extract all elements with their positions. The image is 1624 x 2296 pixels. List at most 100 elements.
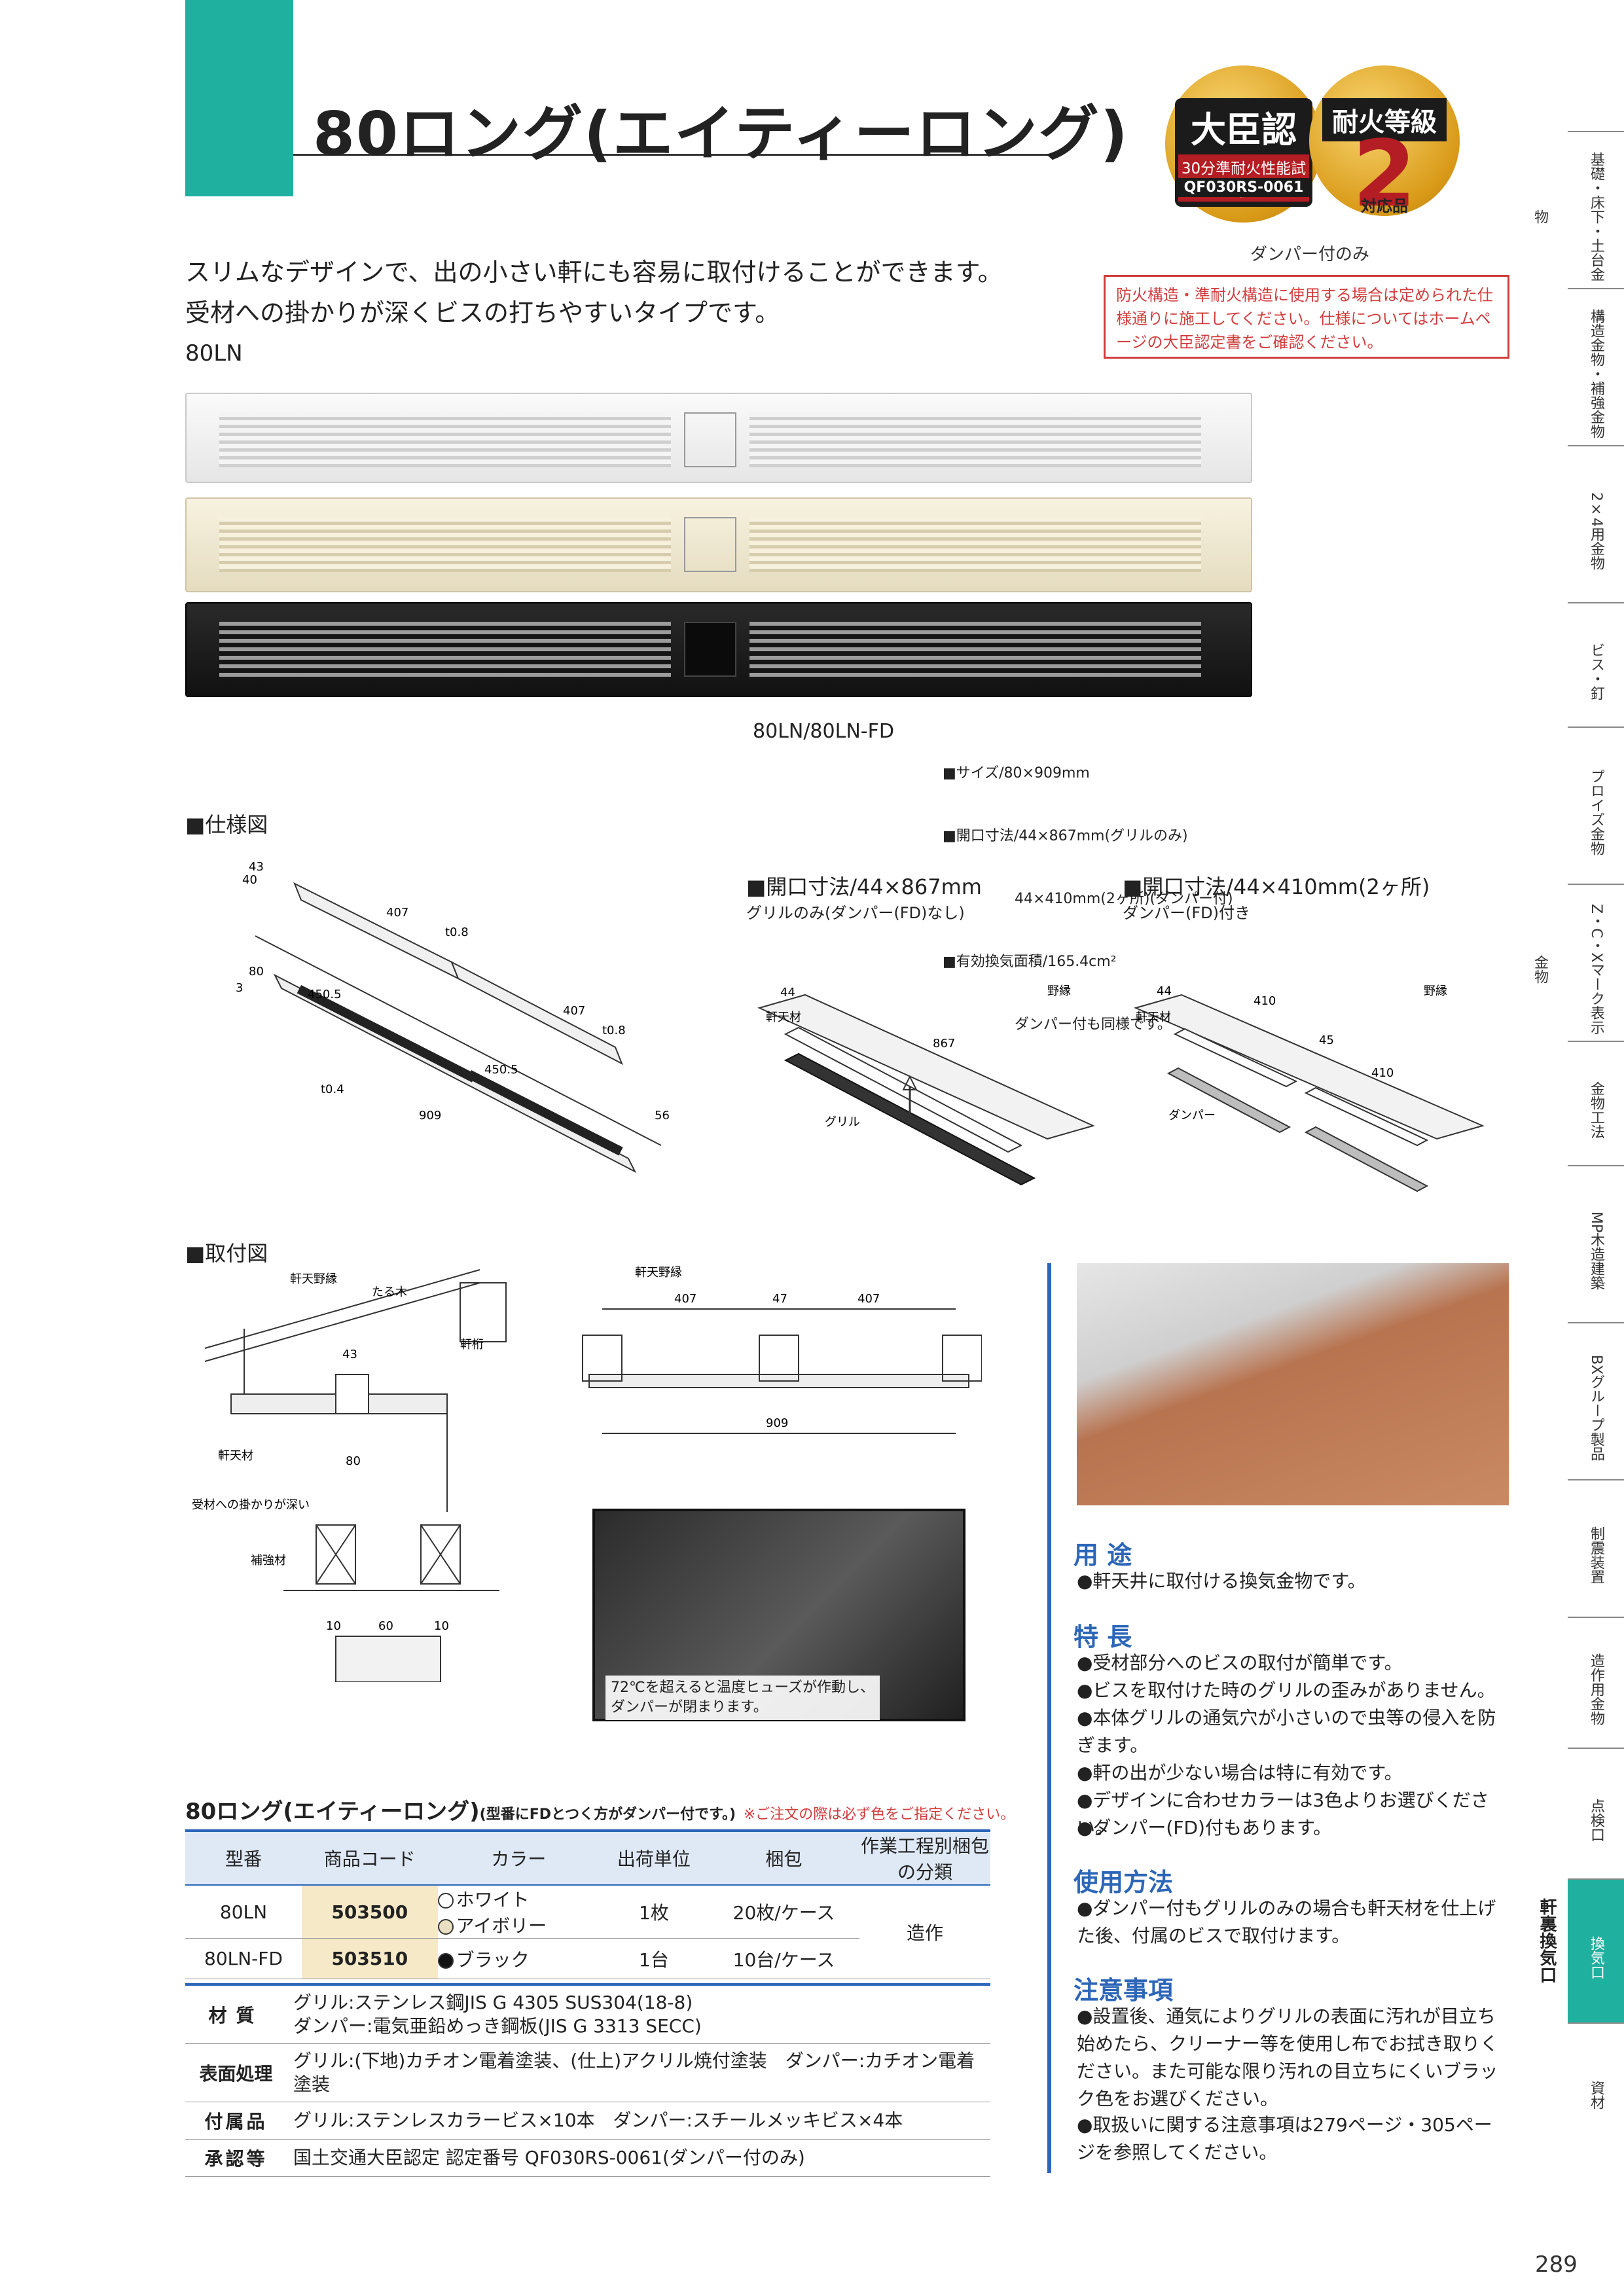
feature-item: ●受材部分へのビスの取付が簡単です。 bbox=[1077, 1652, 1403, 1674]
dim-label: t0.4 bbox=[321, 1083, 344, 1096]
spec-line: ■開口寸法/44×867mm(グリルのみ) bbox=[943, 828, 1188, 844]
opening2-subtitle: ダンパー(FD)付き bbox=[1123, 904, 1251, 922]
dim-label: 44 bbox=[1157, 984, 1172, 998]
feature-item: ●デザインに合わせカラーは3色よりお選びください。 bbox=[1077, 1789, 1489, 1839]
page-number: 289 bbox=[1535, 2251, 1578, 2278]
table-header-row: 型番 商品コード カラー 出荷単位 梱包 作業工程別梱包の分類 bbox=[185, 1829, 990, 1886]
fire-grade-label: 耐火等級 bbox=[1322, 98, 1447, 141]
features-heading: 特 長 bbox=[1074, 1623, 1132, 1651]
ivory-swatch bbox=[437, 1919, 454, 1935]
dim-label: 60 bbox=[378, 1619, 393, 1633]
spec-line: ■有効換気面積/165.4cm² bbox=[943, 954, 1117, 970]
sidebar-tab[interactable]: BXグループ製品 bbox=[1568, 1322, 1624, 1479]
header-accent-bar bbox=[185, 0, 293, 196]
materials-table: 材質 グリル:ステンレス鋼JIS G 4305 SUS304(18-8) ダンパ… bbox=[185, 1983, 990, 2177]
sidebar-tab[interactable]: Z・C・Xマーク表示金物 bbox=[1532, 884, 1624, 1041]
dim-label: 47 bbox=[772, 1292, 787, 1306]
opening2-diagram: 44 410 45 410 軒天材 野縁 ダンパー bbox=[1134, 984, 1485, 1193]
dim-label: 45 bbox=[1319, 1033, 1334, 1047]
dim-label: 407 bbox=[674, 1292, 696, 1306]
part-label: 軒天材 bbox=[218, 1449, 253, 1463]
dim-label: 867 bbox=[933, 1037, 955, 1050]
sidebar-tab[interactable]: 制震装置 bbox=[1568, 1479, 1624, 1617]
dim-label: 40 bbox=[242, 873, 257, 887]
feature-item: ●軒の出が少ない場合は特に有効です。 bbox=[1077, 1762, 1403, 1784]
fire-grade-bottom: 対応品 bbox=[1361, 197, 1408, 215]
part-label: 軒天材 bbox=[1136, 1011, 1171, 1024]
part-label: 軒天野縁 bbox=[635, 1266, 682, 1280]
sidebar-tab[interactable]: 造作用金物 bbox=[1568, 1617, 1624, 1748]
intro-line-2: 受材への掛かりが深くビスの打ちやすいタイプです。 bbox=[185, 298, 780, 327]
sidebar-tab[interactable]: 資材 bbox=[1568, 2022, 1624, 2153]
sidebar-tab[interactable]: プロイズ金物 bbox=[1568, 726, 1624, 884]
install-diagram-heading: ■取付図 bbox=[185, 1241, 268, 1266]
title-underline bbox=[293, 77, 1059, 156]
dim-label: 450.5 bbox=[484, 1063, 518, 1077]
install-diagram-section: 軒天野縁 407 47 407 909 bbox=[582, 1266, 982, 1434]
sidebar-tab-active[interactable]: 換気口 bbox=[1568, 1878, 1624, 2022]
part-label: ダンパー bbox=[1168, 1109, 1216, 1122]
spec-diagram: 43 40 407 t0.8 80 3 450.5 407 t0.8 450.5… bbox=[236, 860, 670, 1174]
table-header: 出荷単位 bbox=[599, 1829, 709, 1886]
feature-item: ●本体グリルの通気穴が小さいので虫等の侵入を防ぎます。 bbox=[1077, 1707, 1496, 1756]
dim-label: 43 bbox=[342, 1348, 357, 1361]
white-swatch bbox=[437, 1893, 454, 1909]
damper-photo-caption: 72℃を超えると温度ヒューズが作動し、 ダンパーが閉まります。 bbox=[605, 1676, 880, 1720]
active-category-label: 軒裏換気口 bbox=[1537, 1898, 1557, 1983]
opening1-diagram: 44 867 軒天材 野縁 グリル bbox=[757, 984, 1095, 1186]
page-title: 80ロング(エイティーロング) bbox=[313, 99, 1129, 169]
part-label: 野縁 bbox=[1047, 984, 1071, 998]
table-row: 付属品 グリル:ステンレスカラービス×10本 ダンパー:スチールメッキビス×4本 bbox=[185, 2102, 990, 2140]
sidebar-tab[interactable]: 基礎・床下・土台金物 bbox=[1532, 131, 1624, 288]
table-row: 承認等 国土交通大臣認定 認定番号 QF030RS-0061(ダンパー付のみ) bbox=[185, 2139, 990, 2177]
part-label: 軒桁 bbox=[460, 1338, 484, 1352]
dim-label: 56 bbox=[655, 1109, 670, 1122]
product-table: 型番 商品コード カラー 出荷単位 梱包 作業工程別梱包の分類 80LN 503… bbox=[185, 1829, 990, 1979]
spec-line: 44×410mm(2ヶ所)(ダンパー付) bbox=[943, 891, 1233, 907]
sidebar-tab[interactable]: MP木造建築 bbox=[1568, 1165, 1624, 1322]
spec-line: ■サイズ/80×909mm bbox=[943, 765, 1090, 781]
dim-label: 10 bbox=[326, 1619, 341, 1633]
sidebar-tab[interactable]: 構造金物・補強金物 bbox=[1568, 288, 1624, 445]
dim-label: 407 bbox=[386, 906, 408, 920]
sidebar-tab[interactable]: ビス・釘 bbox=[1568, 602, 1624, 726]
dim-label: 909 bbox=[419, 1109, 441, 1122]
dim-label: t0.8 bbox=[602, 1024, 626, 1037]
sidebar-tab[interactable]: 金物工法 bbox=[1568, 1041, 1624, 1165]
product-image-black bbox=[185, 602, 1252, 697]
dim-label: 407 bbox=[857, 1292, 880, 1306]
fire-notice: 防火構造・準耐火構造に使用する場合は定められた仕様通りに施工してください。仕様に… bbox=[1104, 275, 1509, 359]
sidebar-tab[interactable]: 2×4用金物 bbox=[1568, 445, 1624, 602]
fire-grade-number: 2 bbox=[1352, 121, 1416, 228]
dim-label: 450.5 bbox=[308, 988, 342, 1001]
column-divider bbox=[1047, 1263, 1051, 2173]
dim-label: 10 bbox=[434, 1619, 449, 1633]
table-row: 80LN 503500 ホワイト アイボリー 1枚 20枚/ケース 造作 bbox=[185, 1885, 990, 1979]
dim-label: 80 bbox=[249, 965, 264, 978]
sidebar-tab[interactable]: 点検口 bbox=[1568, 1748, 1624, 1878]
table-row: 表面処理 グリル:(下地)カチオン電着塗装、(仕上)アクリル焼付塗装 ダンパー:… bbox=[185, 2043, 990, 2102]
install-diagram-eaves: 軒天野縁 たる木 軒桁 軒天材 43 80 受材への掛かりが深い 補強材 10 … bbox=[192, 1269, 507, 1682]
part-label: 受材への掛かりが深い bbox=[192, 1498, 310, 1512]
table-header: 梱包 bbox=[708, 1829, 859, 1886]
product-image-ivory bbox=[185, 497, 1252, 592]
table-header: 商品コード bbox=[301, 1829, 438, 1886]
part-label: 軒天材 bbox=[766, 1011, 801, 1024]
spec-list: ■サイズ/80×909mm ■開口寸法/44×867mm(グリルのみ) 44×4… bbox=[943, 721, 1233, 1056]
table-row: 80LN-FD 503510 ブラック 1台 10台/ケース bbox=[185, 1938, 990, 1979]
intro-text: スリムなデザインで、出の小さい軒にも容易に取付けることができます。 受材への掛か… bbox=[185, 252, 1003, 333]
feature-item: ●ビスを取付けた時のグリルの歪みがありません。 bbox=[1077, 1679, 1496, 1701]
table-header: カラー bbox=[437, 1829, 600, 1886]
usage-item: ●ダンパー付もグリルのみの場合も軒天材を仕上げた後、付属のビスで取付けます。 bbox=[1077, 1897, 1496, 1946]
opening1-title: ■開口寸法/44×867mm bbox=[746, 874, 982, 899]
spec-line: ダンパー付も同様です。 bbox=[943, 1016, 1172, 1033]
part-label: 補強材 bbox=[251, 1554, 286, 1568]
table-header: 型番 bbox=[185, 1829, 302, 1886]
part-label: たる木 bbox=[372, 1285, 407, 1299]
usage-heading: 使用方法 bbox=[1074, 1868, 1174, 1897]
opening2-title: ■開口寸法/44×410mm(2ヶ所) bbox=[1123, 874, 1430, 899]
table-title: 80ロング(エイティーロング)(型番にFDとつく方がダンパー付です。) ※ご注文… bbox=[185, 1799, 1015, 1825]
badge-caption: ダンパー付のみ bbox=[1250, 245, 1370, 264]
caution-item: ●取扱いに関する注意事項は279ページ・305ページを参照してください。 bbox=[1077, 2114, 1492, 2163]
product-code-label: 80LN/80LN-FD bbox=[753, 720, 894, 743]
